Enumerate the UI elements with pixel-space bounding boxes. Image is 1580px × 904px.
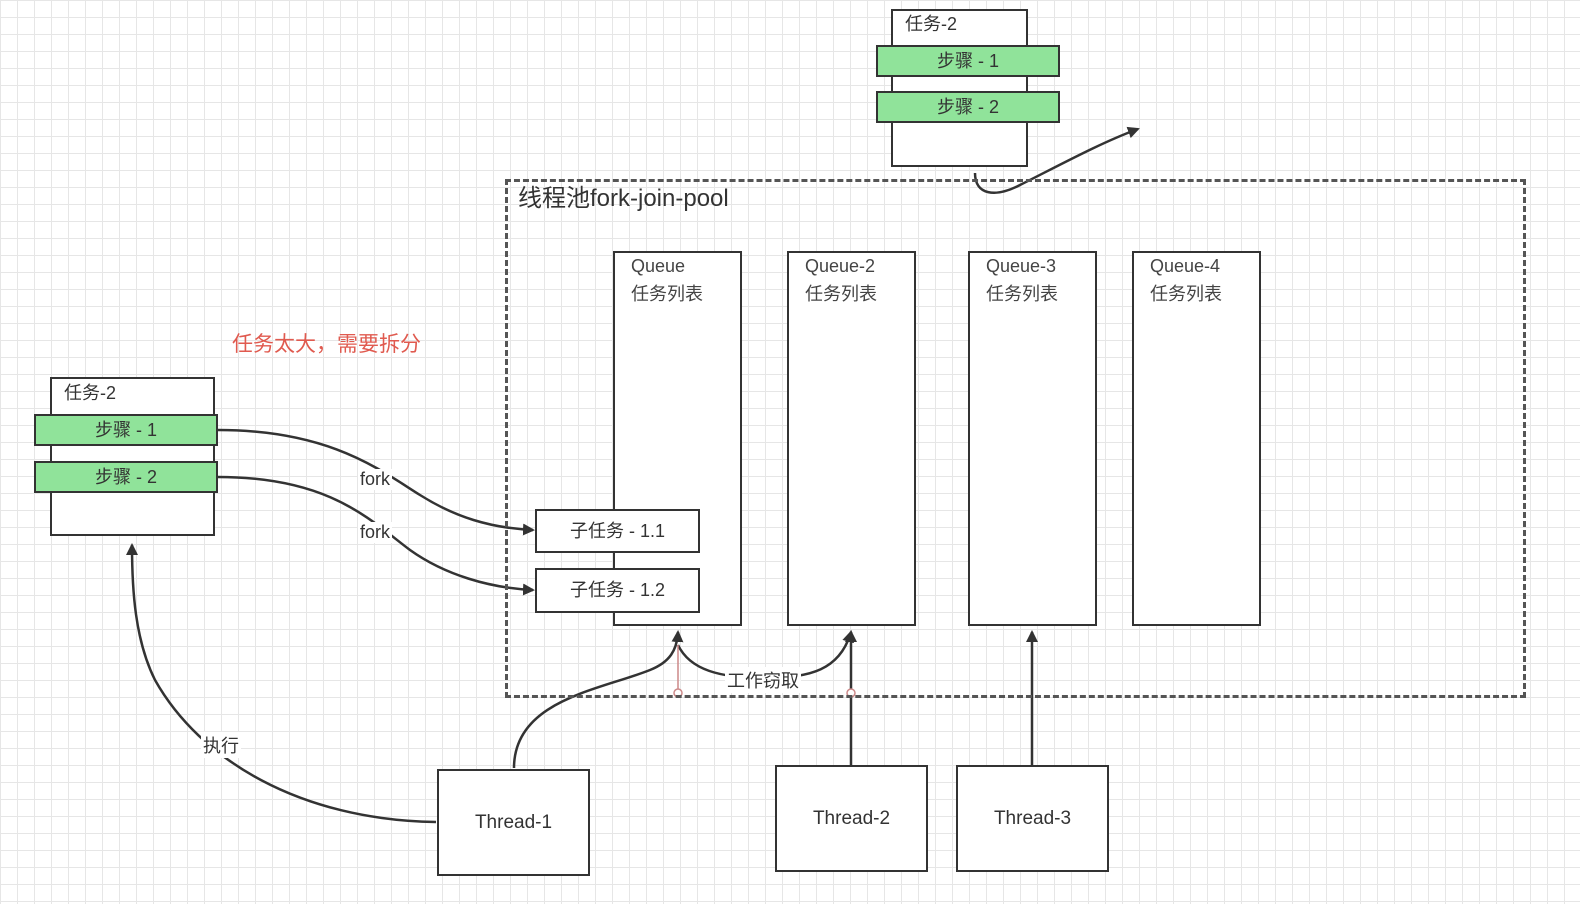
queue-1-name: Queue <box>631 256 686 276</box>
fork-label-2: fork <box>358 522 393 543</box>
fork-arrow-2 <box>217 475 535 596</box>
subtask-1-2: 子任务 - 1.2 <box>535 568 700 613</box>
queue-2: Queue-2 任务列表 <box>787 251 916 626</box>
task-top-step-1: 步骤 - 1 <box>876 45 1060 77</box>
task-box-top <box>891 9 1028 167</box>
split-annotation: 任务太大，需要拆分 <box>232 333 421 356</box>
queue-2-name: Queue-2 <box>805 256 876 276</box>
queue-2-subtitle: 任务列表 <box>805 284 877 304</box>
fork-label-1: fork <box>358 469 393 490</box>
queue-1-subtitle: 任务列表 <box>631 284 703 304</box>
queue-4: Queue-4 任务列表 <box>1132 251 1261 626</box>
thread-3: Thread-3 <box>956 765 1109 872</box>
task-left-step-2: 步骤 - 2 <box>34 461 218 493</box>
task-top-step-2: 步骤 - 2 <box>876 91 1060 123</box>
task-title-left: 任务-2 <box>64 383 117 403</box>
thread-2: Thread-2 <box>775 765 928 872</box>
queue-1: Queue 任务列表 <box>613 251 742 626</box>
task-box-left <box>50 377 215 536</box>
execute-arrow <box>126 543 437 824</box>
queue-4-subtitle: 任务列表 <box>1150 284 1222 304</box>
task-left-step-1: 步骤 - 1 <box>34 414 218 446</box>
work-stealing-label: 工作窃取 <box>725 667 801 693</box>
subtask-1-1: 子任务 - 1.1 <box>535 509 700 553</box>
execute-label: 执行 <box>201 732 241 758</box>
pool-title: 线程池fork-join-pool <box>518 185 729 212</box>
thread1-to-queue1-arrow <box>512 630 684 769</box>
thread-pool-container <box>505 179 1526 698</box>
queue-3-name: Queue-3 <box>986 256 1057 276</box>
task-title-top: 任务-2 <box>905 14 958 34</box>
queue-4-name: Queue-4 <box>1150 256 1221 276</box>
queue-3-subtitle: 任务列表 <box>986 284 1058 304</box>
queue-3: Queue-3 任务列表 <box>968 251 1097 626</box>
thread-1: Thread-1 <box>437 769 590 876</box>
join-arrow <box>973 126 1140 194</box>
fork-arrow-1 <box>217 428 535 536</box>
